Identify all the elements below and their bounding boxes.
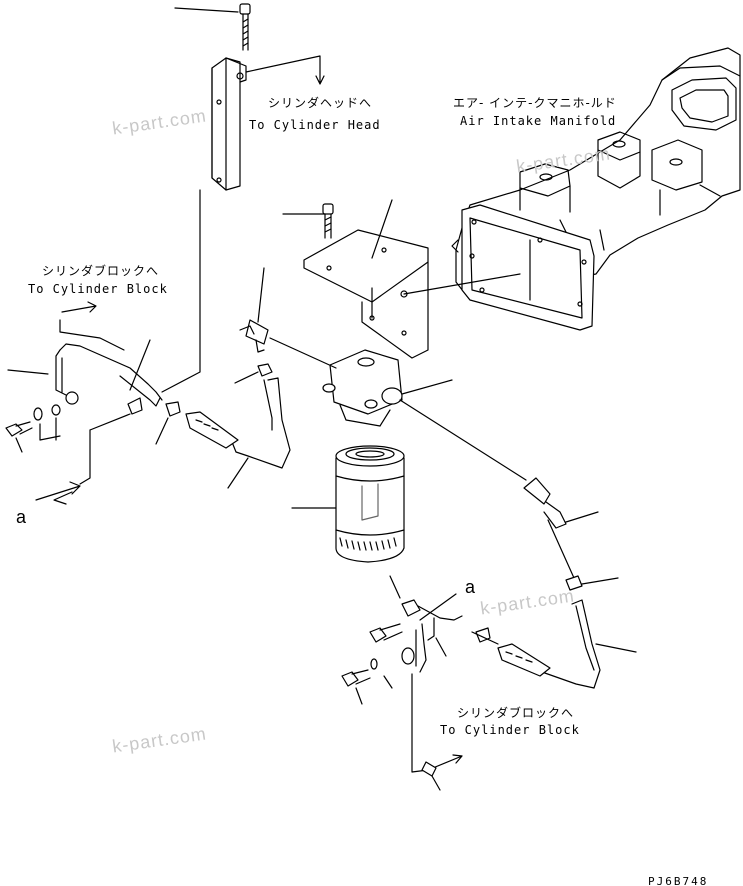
reference-a-left: a (16, 507, 27, 527)
label-cylinder-head-jp: シリンダヘッドへ (268, 96, 373, 110)
filter-cartridge (291, 445, 405, 563)
hose-left (185, 377, 291, 489)
clamp (234, 363, 273, 384)
label-manifold-en: Air Intake Manifold (460, 114, 617, 128)
reference-a-right: a (465, 577, 476, 597)
banjo-bolt-set (5, 404, 61, 453)
routing-lines-lower (411, 593, 463, 791)
pipe-lower (389, 575, 463, 673)
bolt-mid (282, 203, 334, 239)
bolt-top (174, 3, 251, 51)
pipe-right (399, 399, 619, 591)
label-cylinder-block-jp: シリンダブロックへ (42, 264, 160, 278)
arrow-a-left (53, 491, 73, 505)
label-cylinder-block-jp-2: シリンダブロックへ (457, 706, 575, 720)
label-cylinder-head-en: To Cylinder Head (249, 118, 381, 132)
pointer-to-cylinder-head (245, 55, 325, 85)
bolts-lower (341, 623, 403, 705)
filter-head (269, 337, 453, 427)
label-cylinder-block-en-2: To Cylinder Block (440, 723, 580, 737)
hose-clip-lower (471, 627, 499, 645)
elbow-fitting (239, 267, 269, 353)
hose-right (497, 599, 637, 689)
filter-bracket (303, 199, 521, 359)
pipe-left (7, 339, 163, 415)
drawing-code: PJ6B748 (648, 875, 709, 886)
air-intake-manifold (451, 47, 741, 331)
label-manifold-jp: エア- インテ-クマニホ-ルド (453, 96, 617, 110)
label-cylinder-block-en: To Cylinder Block (28, 282, 168, 296)
routing-lines-left (35, 189, 201, 501)
hose-clip (155, 401, 181, 445)
bracket-top (211, 57, 247, 191)
